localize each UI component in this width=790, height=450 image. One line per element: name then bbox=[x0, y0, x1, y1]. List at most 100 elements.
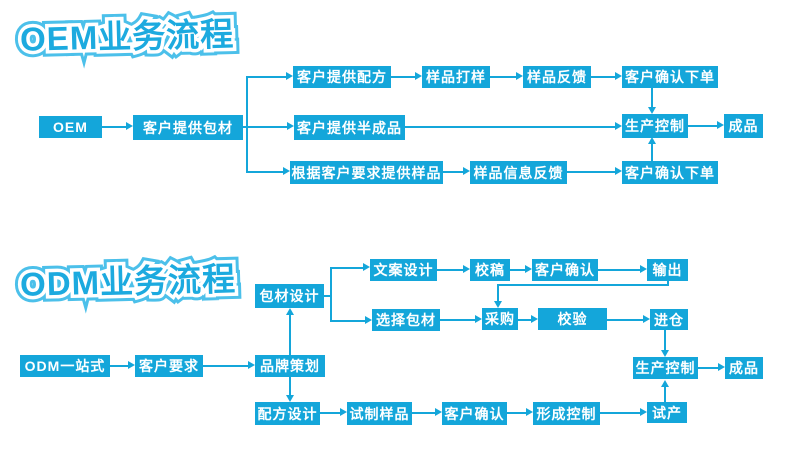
arrowhead-confirm-top-to-production bbox=[648, 107, 656, 114]
arrowhead-forming-to-trialprod bbox=[640, 408, 647, 416]
arrowhead-purchase-to-verification bbox=[531, 315, 538, 323]
arrow-oem-start-to-packaging bbox=[102, 126, 126, 128]
arrow-branch-to-sample-by-request bbox=[247, 171, 283, 173]
arrow-brand-to-packaging-design bbox=[289, 315, 291, 355]
arrow-trialsample-to-confirm bbox=[412, 412, 435, 414]
arrowhead-confirm-to-output bbox=[640, 265, 647, 273]
odm-node-trial-production: 试产 bbox=[647, 402, 687, 423]
arrow-forming-to-trialprod bbox=[600, 412, 640, 414]
oem-node-finished-product: 成品 bbox=[724, 114, 763, 138]
arrowhead-oem-start-to-packaging bbox=[126, 122, 133, 130]
arrow-proofreading-to-confirm bbox=[510, 269, 525, 271]
arrow-packaging-to-semifinished bbox=[243, 126, 287, 128]
arrowhead-confirm-to-forming bbox=[526, 408, 533, 416]
arrow-production-to-finished bbox=[688, 125, 717, 127]
odm-node-warehousing: 进仓 bbox=[650, 309, 688, 330]
oem-node-provide-semifinished: 客户提供半成品 bbox=[294, 115, 405, 140]
arrowhead-output-to-purchase bbox=[494, 301, 502, 308]
arrow-trialprod-to-production bbox=[664, 387, 666, 402]
branch-line-packaging-design bbox=[330, 267, 332, 322]
arrowhead-semifinished-to-production bbox=[615, 122, 622, 130]
oem-node-confirm-order-bottom: 客户确认下单 bbox=[622, 161, 718, 184]
odm-node-verification: 校验 bbox=[538, 308, 607, 330]
arrow-confirm-bottom-to-production bbox=[651, 144, 653, 161]
odm-section-title: ODM业务流程 bbox=[19, 252, 237, 306]
arrowhead-brand-to-formula-design bbox=[286, 395, 294, 402]
arrowhead-warehousing-to-production bbox=[661, 350, 669, 357]
arrow-feedback-to-confirm bbox=[591, 76, 615, 78]
arrowhead-byrequest-to-infofeedback bbox=[463, 167, 470, 175]
odm-node-customer-requirements: 客户要求 bbox=[135, 355, 203, 377]
arrowhead-proofreading-to-confirm bbox=[525, 265, 532, 273]
odm-node-production-control: 生产控制 bbox=[633, 357, 698, 379]
oem-node-confirm-order-top: 客户确认下单 bbox=[622, 66, 718, 88]
arrowhead-requirements-to-brand bbox=[248, 361, 255, 369]
arrow-semifinished-to-production bbox=[405, 126, 615, 128]
arrow-select-to-purchase bbox=[440, 319, 475, 321]
arrowhead-packaging-to-semifinished bbox=[287, 122, 294, 130]
arrowhead-branch-to-sample-by-request bbox=[283, 167, 290, 175]
odm-node-finished-product: 成品 bbox=[725, 357, 763, 379]
arrowhead-trialsample-to-confirm bbox=[435, 408, 442, 416]
odm-node-brand-planning: 品牌策划 bbox=[255, 355, 325, 377]
arrowhead-brand-to-packaging-design bbox=[286, 308, 294, 315]
arrowhead-infofeedback-to-confirm bbox=[615, 167, 622, 175]
arrow-warehousing-to-production bbox=[664, 330, 666, 350]
arrow-purchase-to-verification bbox=[518, 319, 531, 321]
odm-node-formula-design: 配方设计 bbox=[255, 402, 320, 425]
arrow-copy-to-proofreading bbox=[437, 269, 463, 271]
odm-node-output: 输出 bbox=[647, 259, 688, 281]
arrow-proofing-to-feedback bbox=[490, 76, 516, 78]
arrowhead-branch-to-formula bbox=[286, 72, 293, 80]
arrow-branch-to-formula bbox=[247, 76, 286, 78]
elbow-output-left bbox=[497, 284, 669, 286]
arrow-branch-to-select-packaging bbox=[330, 320, 365, 322]
oem-node-sample-by-request: 根据客户要求提供样品 bbox=[290, 161, 443, 184]
oem-node-provide-packaging: 客户提供包材 bbox=[133, 115, 243, 140]
odm-node-trial-sample: 试制样品 bbox=[347, 402, 412, 425]
odm-node-packaging-design: 包材设计 bbox=[255, 284, 324, 308]
arrow-odm-production-to-finished bbox=[698, 367, 718, 369]
arrow-odm-start-to-requirements bbox=[110, 365, 128, 367]
odm-node-start: ODM一站式 bbox=[20, 355, 110, 377]
arrow-formula-to-trialsample bbox=[320, 412, 340, 414]
arrowhead-trialprod-to-production bbox=[661, 380, 669, 387]
elbow-output-to-purchase bbox=[497, 284, 499, 301]
arrowhead-proofing-to-feedback bbox=[516, 72, 523, 80]
oem-node-start: OEM bbox=[39, 116, 102, 138]
stub-packaging-design bbox=[324, 295, 332, 297]
arrow-confirm-to-output bbox=[598, 269, 640, 271]
arrow-brand-to-formula-design bbox=[289, 377, 291, 395]
arrow-confirm-to-forming bbox=[507, 412, 526, 414]
odm-node-forming-control: 形成控制 bbox=[533, 402, 600, 425]
arrowhead-verification-to-warehousing bbox=[643, 315, 650, 323]
arrowhead-select-to-purchase bbox=[475, 315, 482, 323]
arrow-confirm-top-to-production bbox=[651, 88, 653, 107]
arrow-verification-to-warehousing bbox=[607, 319, 643, 321]
branch-line-oem bbox=[246, 76, 248, 173]
arrowhead-branch-to-copy-design bbox=[363, 263, 370, 271]
arrowhead-odm-production-to-finished bbox=[718, 363, 725, 371]
odm-node-customer-confirm-bottom: 客户确认 bbox=[442, 402, 507, 425]
odm-node-customer-confirm-top: 客户确认 bbox=[532, 259, 598, 281]
arrow-branch-to-copy-design bbox=[330, 267, 363, 269]
arrowhead-feedback-to-confirm bbox=[615, 72, 622, 80]
oem-node-sample-feedback: 样品反馈 bbox=[523, 66, 591, 88]
arrow-requirements-to-brand bbox=[203, 365, 248, 367]
oem-node-sample-info-feedback: 样品信息反馈 bbox=[470, 161, 567, 184]
arrowhead-production-to-finished bbox=[717, 121, 724, 129]
odm-node-select-packaging: 选择包材 bbox=[372, 309, 440, 331]
arrowhead-odm-start-to-requirements bbox=[128, 361, 135, 369]
odm-node-proofreading: 校稿 bbox=[470, 259, 510, 281]
arrow-byrequest-to-infofeedback bbox=[443, 171, 463, 173]
oem-section-title: OEM业务流程 bbox=[19, 7, 235, 61]
odm-node-copy-design: 文案设计 bbox=[370, 259, 437, 281]
odm-node-purchase: 采购 bbox=[482, 308, 518, 330]
arrowhead-copy-to-proofreading bbox=[463, 265, 470, 273]
oem-node-production-control: 生产控制 bbox=[622, 114, 688, 138]
arrowhead-confirm-bottom-to-production bbox=[648, 137, 656, 144]
arrow-formula-to-proofing bbox=[391, 76, 415, 78]
arrowhead-formula-to-proofing bbox=[415, 72, 422, 80]
arrowhead-branch-to-select-packaging bbox=[365, 316, 372, 324]
